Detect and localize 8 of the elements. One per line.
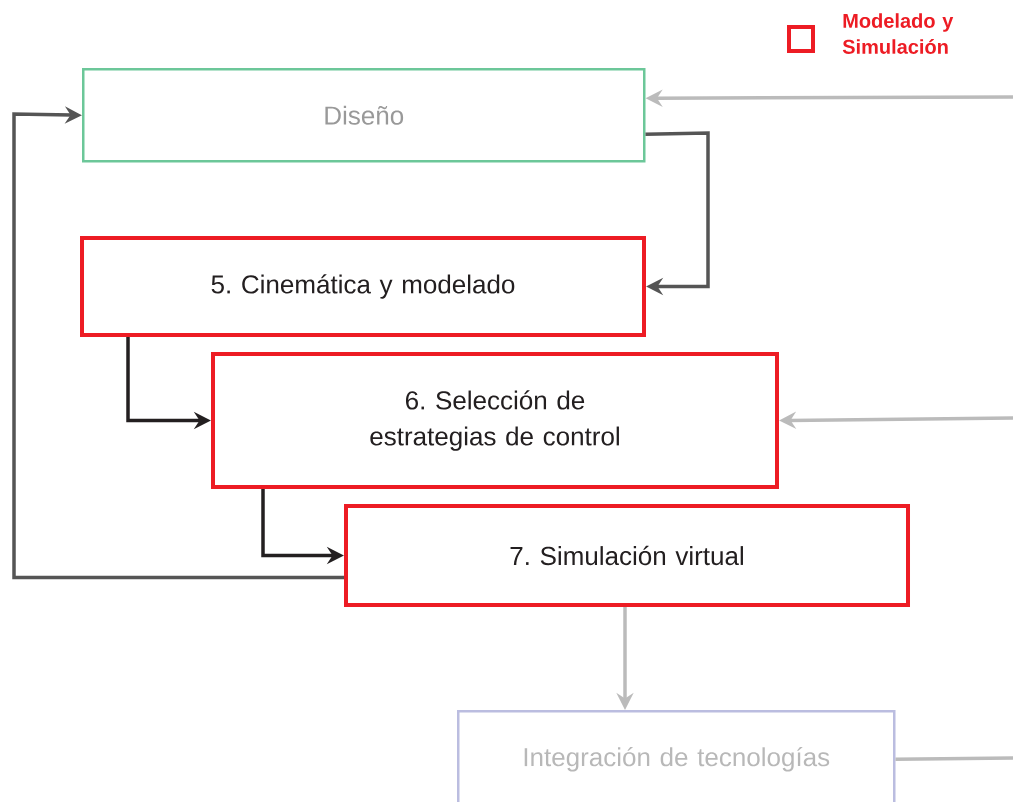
- process-box: Integración de tecnologías: [457, 710, 896, 802]
- process-box: 5. Cinemática y modelado: [80, 236, 646, 337]
- arrow: [645, 131, 710, 296]
- process-box: 6. Selección de estrategias de control: [211, 352, 779, 489]
- legend-label: Modelado y Simulación: [842, 13, 954, 54]
- arrow: [12, 106, 344, 580]
- process-box: Diseño: [82, 68, 646, 163]
- process-box: 7. Simulación virtual: [344, 504, 910, 607]
